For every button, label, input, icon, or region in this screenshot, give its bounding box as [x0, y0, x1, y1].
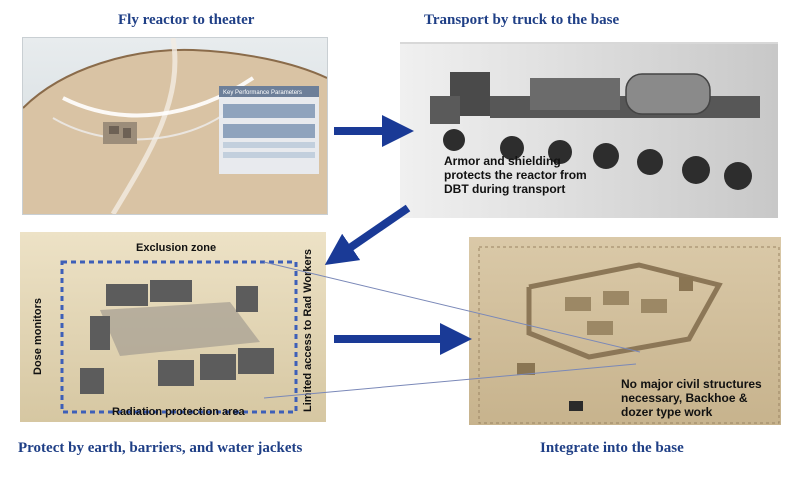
- protect-panel: Exclusion zone Radiation protection area…: [20, 232, 326, 422]
- truck-caption-line: Armor and shielding: [444, 154, 561, 168]
- base-caption-line: necessary, Backhoe &: [621, 391, 748, 405]
- step-title-truck: Transport by truck to the base: [424, 12, 620, 28]
- truck-caption: Armor and shielding protects the reactor…: [444, 154, 587, 196]
- radiation-area-label: Radiation protection area: [112, 406, 245, 418]
- step-title-protect: Protect by earth, barriers, and water ja…: [18, 440, 303, 456]
- base-caption: No major civil structures necessary, Bac…: [621, 377, 762, 419]
- kpp-title: Key Performance Parameters: [223, 90, 302, 96]
- step-title-integrate: Integrate into the base: [540, 440, 684, 456]
- limited-access-label: Limited access to Rad Workers: [302, 248, 314, 412]
- base-panel: No major civil structures necessary, Bac…: [469, 237, 781, 425]
- truck-caption-line: DBT during transport: [444, 182, 566, 196]
- step-title-fly: Fly reactor to theater: [118, 12, 255, 28]
- truck-caption-line: protects the reactor from: [444, 168, 587, 182]
- map-panel: Key Performance Parameters: [22, 37, 328, 215]
- map-illustration: Key Performance Parameters: [23, 38, 327, 214]
- truck-panel: Armor and shielding protects the reactor…: [400, 42, 778, 218]
- arrow-truck-to-protect: [324, 204, 411, 266]
- protect-illustration: [60, 260, 298, 414]
- dose-monitors-label: Dose monitors: [32, 297, 44, 375]
- exclusion-zone-label: Exclusion zone: [136, 242, 217, 254]
- base-caption-line: dozer type work: [621, 405, 713, 419]
- truck-illustration: [430, 72, 760, 190]
- base-caption-line: No major civil structures: [621, 377, 762, 391]
